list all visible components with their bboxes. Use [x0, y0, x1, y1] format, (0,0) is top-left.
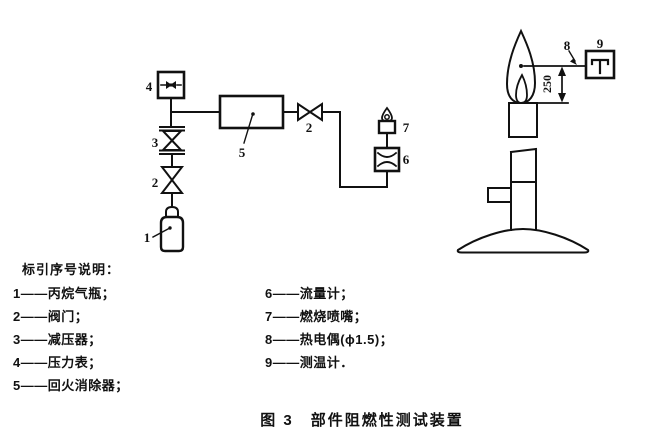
legend-item-2: 2——阀门；: [13, 309, 89, 324]
legend-item-4: 4——压力表；: [13, 355, 102, 370]
flashback-arrestor-symbol: [218, 94, 285, 144]
label-valve-lower: 2: [152, 175, 159, 190]
flow-meter-symbol: [373, 146, 401, 173]
label-pressure-gauge: 4: [146, 79, 153, 94]
label-flashback-arrestor: 5: [239, 145, 246, 160]
legend-item-3: 3——减压器；: [13, 332, 102, 347]
legend-heading: 标引序号说明：: [22, 262, 121, 277]
legend-item-5: 5——回火消除器；: [13, 378, 129, 393]
dimension-250-text: 250: [540, 75, 554, 93]
label-thermometer: 9: [597, 36, 604, 51]
legend-item-7: 7——燃烧喷嘴；: [265, 309, 368, 324]
label-valve-right: 2: [306, 120, 313, 135]
pressure-gauge-symbol: [156, 70, 186, 100]
label-pressure-reducer: 3: [152, 135, 159, 150]
label-flow-meter: 6: [403, 152, 410, 167]
pipe-lines: [170, 97, 388, 208]
thermocouple-leader: [523, 50, 587, 104]
pressure-reducer-symbol: [159, 126, 185, 155]
dimension-250: [558, 66, 566, 103]
legend-item-1: 1——丙烷气瓶；: [13, 286, 116, 301]
label-thermocouple: 8: [564, 38, 571, 53]
apparatus-diagram: 4 3 2 1 5 2 6 7 8 9 250: [144, 28, 616, 254]
figure-caption: 图 3 部件阻燃性测试装置: [260, 412, 464, 429]
burner-symbol: [456, 102, 590, 254]
burner-nozzle-symbol: [377, 106, 397, 135]
label-burner-nozzle: 7: [403, 120, 410, 135]
flame-symbol: [505, 28, 537, 105]
propane-bottle-symbol: [152, 205, 185, 253]
label-propane-bottle: 1: [144, 230, 151, 245]
thermometer-symbol: [584, 49, 616, 80]
legend-item-8: 8——热电偶(ϕ1.5)；: [265, 332, 394, 347]
legend-item-9: 9——测温计．: [265, 355, 354, 370]
valve-symbol-lower: [159, 166, 185, 194]
legend-item-6: 6——流量计；: [265, 286, 354, 301]
valve-symbol-right: [297, 102, 323, 122]
